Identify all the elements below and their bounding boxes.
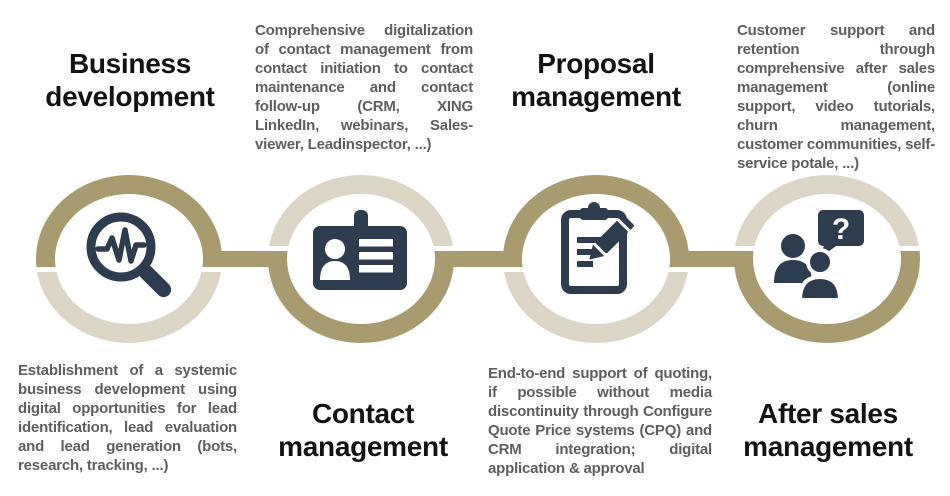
magnifier-pulse-icon: [74, 205, 184, 315]
connector-bar-2: [442, 251, 515, 267]
stage-description-after-sales-management: Customer support and retention through c…: [737, 22, 935, 172]
stage-ring-after-sales-management: [734, 175, 920, 343]
stage-title-contact-management: Contact management: [278, 398, 448, 462]
clipboard-pencil-icon: [543, 196, 653, 306]
stage-title-business-development: Business development: [45, 48, 215, 112]
stage-description-contact-management: Comprehensive digitalization of contact …: [255, 22, 473, 153]
stage-ring-business-development: [36, 175, 222, 343]
stage-description-proposal-management: End-to-end support of quoting, if possib…: [488, 365, 712, 477]
people-question-icon: ?: [768, 202, 878, 312]
connector-bar-3: [677, 251, 746, 267]
stage-ring-contact-management: [268, 175, 454, 343]
connector-bar-1: [208, 251, 282, 267]
stage-title-after-sales-management: After sales management: [743, 398, 913, 462]
contact-card-icon: [305, 202, 415, 312]
question-mark-glyph: ?: [832, 213, 850, 246]
stage-title-proposal-management: Proposal management: [511, 48, 681, 112]
stage-ring-proposal-management: [503, 175, 689, 343]
stage-description-business-development: Establishment of a systemic business dev…: [18, 362, 237, 474]
